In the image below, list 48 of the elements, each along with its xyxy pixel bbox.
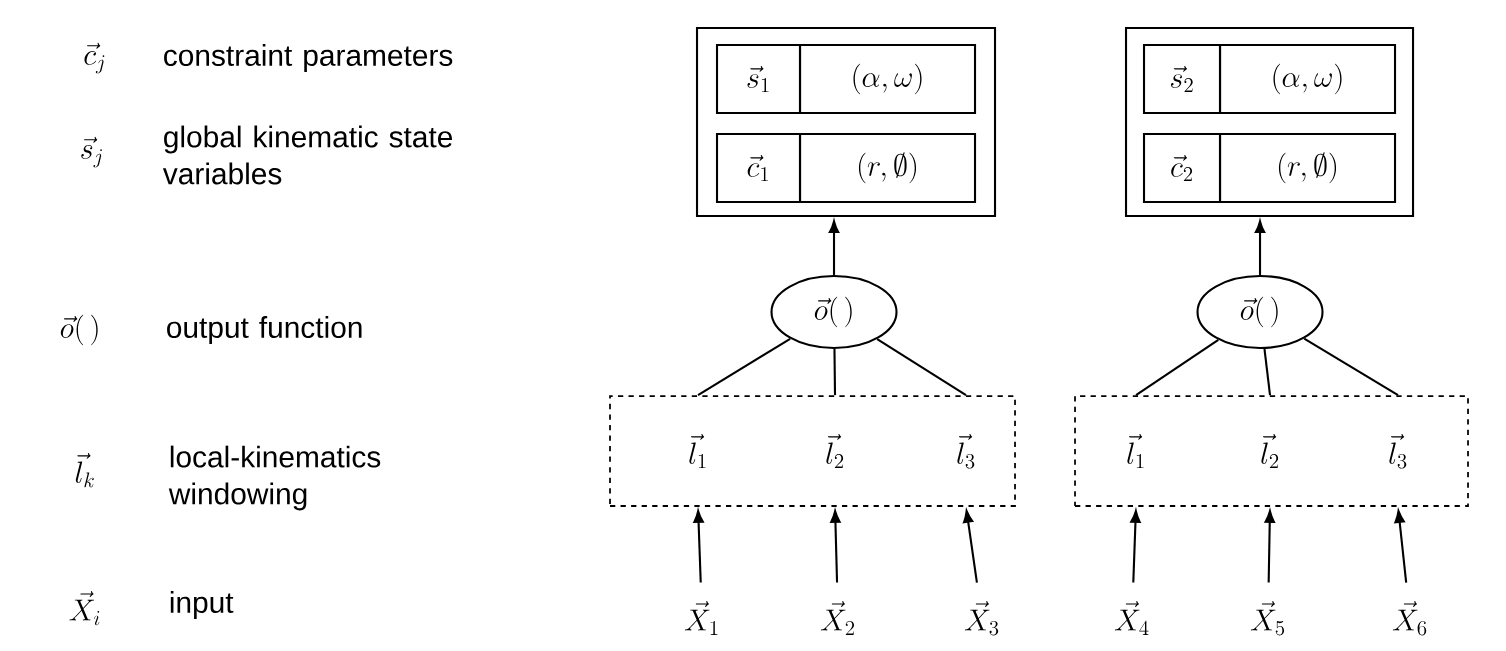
state-box [1124, 26, 1415, 218]
legend-symbol: $\vec{o}(\,)$ [60, 314, 98, 346]
connector-line [833, 349, 837, 396]
table-cell: $\vec{c}_1$ [715, 132, 802, 204]
table-cell: $(\alpha,\omega)$ [798, 43, 977, 115]
table-cell: $(\alpha,\omega)$ [1218, 43, 1397, 115]
input-label: $\vec{X}_3$ [964, 601, 999, 636]
connector-line [876, 338, 967, 397]
legend-symbol: $\vec{X}_i$ [69, 591, 100, 626]
arrow [1130, 510, 1141, 583]
input-label: $\vec{X}_5$ [1250, 601, 1285, 636]
table-cell: $\vec{s}_2$ [1142, 43, 1222, 115]
legend-symbol: $\vec{c}_j$ [84, 42, 105, 74]
connector-line [1135, 339, 1219, 396]
table-cell: $\vec{s}_1$ [715, 43, 802, 115]
arrow [1264, 510, 1275, 583]
connector-line [1303, 337, 1399, 397]
arrow [693, 510, 704, 583]
window-box [609, 395, 1016, 507]
legend-text: global kinematic state variables [162, 125, 453, 185]
arrow [830, 510, 841, 583]
vector-label: $\vec{l}_1$ [1127, 433, 1144, 469]
input-label: $\vec{X}_6$ [1392, 601, 1427, 636]
vector-label: $\vec{l}_3$ [1389, 433, 1407, 469]
state-box [695, 26, 997, 218]
vector-label: $\vec{l}_3$ [957, 433, 975, 469]
arrow [1254, 220, 1266, 275]
input-label: $\vec{X}_2$ [820, 601, 855, 635]
legend-text: constraint parameters [164, 44, 453, 72]
connector-line [1263, 348, 1272, 396]
arrow [828, 220, 840, 275]
vector-label: $\vec{l}_2$ [826, 433, 844, 469]
connector-line [697, 337, 791, 397]
input-label: $\vec{X}_4$ [1114, 601, 1149, 635]
vector-label: $\vec{l}_2$ [1261, 433, 1279, 469]
table-cell: $(r,\emptyset)$ [798, 132, 977, 204]
legend-text: input [170, 591, 234, 619]
table-cell: $(r,\emptyset)$ [1218, 132, 1397, 204]
legend-text: local-kinematics windowing [168, 445, 381, 511]
vector-label: $\vec{l}_1$ [689, 433, 706, 469]
arrow [962, 510, 978, 583]
legend-text: output function [167, 316, 362, 344]
legend-symbol: $\vec{s}_j$ [81, 136, 102, 168]
legend-symbol: $\vec{l}_k$ [75, 452, 94, 488]
arrow [1394, 510, 1408, 583]
window-box [1074, 395, 1469, 507]
table-cell: $\vec{c}_2$ [1142, 132, 1222, 204]
input-label: $\vec{X}_1$ [684, 601, 718, 635]
